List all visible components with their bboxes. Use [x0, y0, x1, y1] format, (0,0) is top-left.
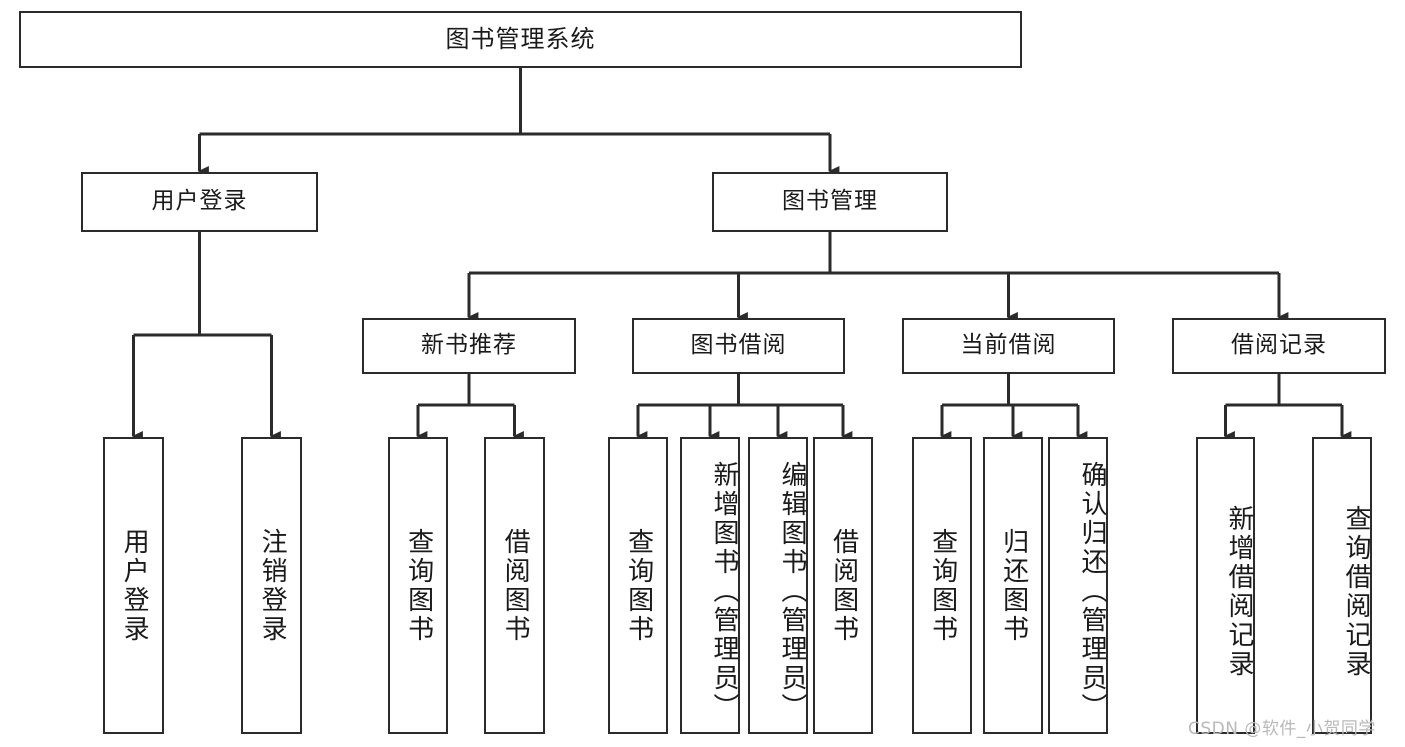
node-bookmgr: 图书管理 [712, 172, 948, 232]
node-label: 新增借阅记录 [1224, 504, 1254, 679]
node-l-q3: 查询图书 [912, 437, 972, 734]
node-login: 用户登录 [81, 172, 318, 232]
node-label: 查询图书 [403, 527, 434, 644]
node-l-b1: 借阅图书 [484, 437, 545, 734]
node-l-confirm: 确认归还（管理员） [1048, 437, 1108, 734]
node-label: 新增图书（管理员） [709, 461, 739, 722]
node-label: 图书管理 [782, 188, 878, 215]
node-l-b2: 借阅图书 [813, 437, 873, 734]
node-l-addrec: 新增借阅记录 [1196, 437, 1255, 734]
node-l-login: 用户登录 [103, 437, 164, 734]
node-l-qrec: 查询借阅记录 [1312, 437, 1372, 734]
node-l-q2: 查询图书 [608, 437, 668, 734]
node-label: 借阅图书 [500, 527, 531, 644]
node-records: 借阅记录 [1172, 318, 1386, 374]
node-label: 借阅记录 [1231, 332, 1327, 359]
node-l-logout: 注销登录 [241, 437, 302, 734]
node-label: 查询图书 [927, 527, 958, 644]
node-l-return: 归还图书 [983, 437, 1043, 734]
node-newbook: 新书推荐 [362, 318, 576, 374]
node-root: 图书管理系统 [19, 11, 1022, 68]
node-label: 借阅图书 [828, 527, 859, 644]
node-label: 用户登录 [151, 188, 248, 215]
node-l-edit: 编辑图书（管理员） [748, 437, 808, 734]
node-label: 查询图书 [623, 527, 654, 644]
node-label: 当前借阅 [960, 332, 1057, 359]
node-label: 查询借阅记录 [1341, 504, 1371, 679]
node-label: 用户登录 [119, 527, 150, 644]
node-l-q1: 查询图书 [388, 437, 448, 734]
node-label: 新书推荐 [421, 332, 517, 359]
node-borrow: 图书借阅 [632, 318, 845, 374]
node-label: 图书借阅 [690, 332, 787, 359]
node-l-add: 新增图书（管理员） [680, 437, 740, 734]
node-label: 确认归还（管理员） [1077, 461, 1107, 722]
node-current: 当前借阅 [902, 318, 1115, 374]
node-label: 图书管理系统 [445, 25, 596, 54]
node-label: 编辑图书（管理员） [777, 461, 807, 722]
node-label: 归还图书 [998, 527, 1029, 644]
node-label: 注销登录 [257, 527, 288, 644]
